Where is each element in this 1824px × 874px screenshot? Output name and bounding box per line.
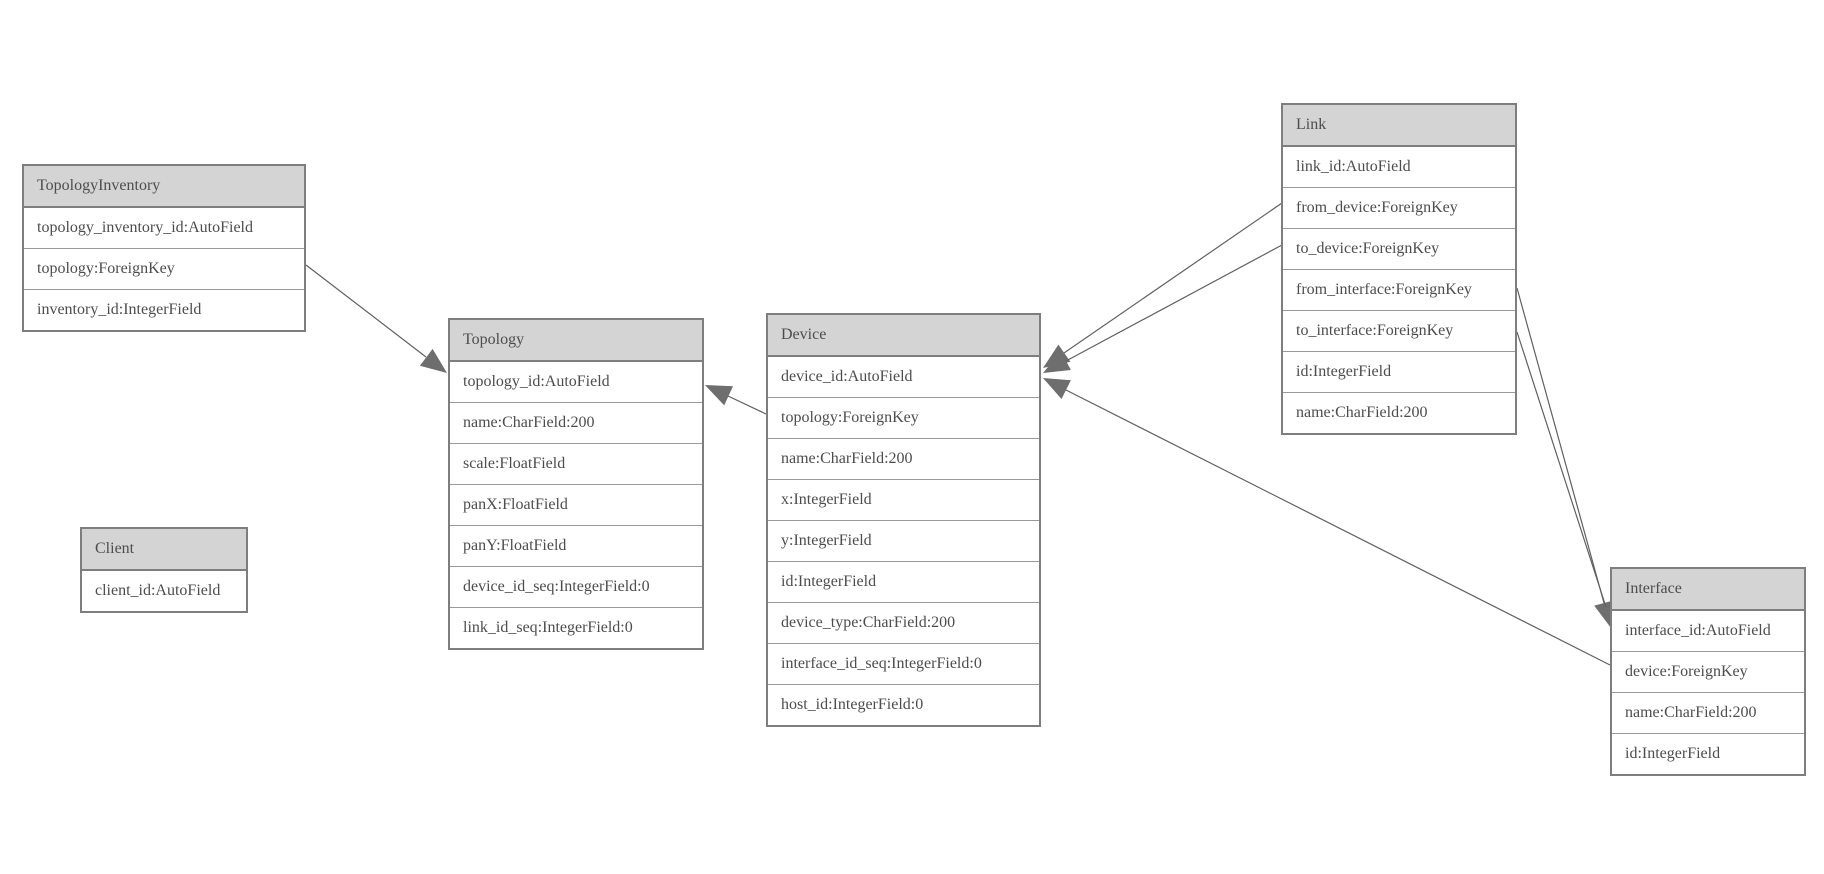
field-row: client_id:AutoField — [95, 582, 221, 599]
edge-link-from_device-to-device — [1043, 202, 1283, 368]
field-row: y:IntegerField — [768, 520, 1039, 561]
field-row: topology:ForeignKey — [24, 248, 304, 289]
field-row: from_interface:ForeignKey — [1283, 269, 1515, 310]
arrowhead — [1594, 600, 1615, 628]
entity-interface: Interface interface_id:AutoField device:F… — [1610, 567, 1806, 776]
field-row: device_id_seq:IntegerField:0 — [450, 566, 702, 607]
entity-topologyinventory: TopologyInventory topology_inventory_id:… — [22, 164, 306, 332]
field-row: name:CharField:200 — [1283, 392, 1515, 433]
entity-client: Client client_id:AutoField — [80, 527, 248, 613]
field-row: scale:FloatField — [450, 443, 702, 484]
field-row: interface_id_seq:IntegerField:0 — [768, 643, 1039, 684]
entity-title: Interface — [1612, 569, 1804, 611]
edge-interface-device-to-device — [1043, 378, 1611, 666]
field-row: device_id:AutoField — [781, 368, 913, 385]
field-row: panX:FloatField — [450, 484, 702, 525]
field-row: topology_id:AutoField — [463, 373, 610, 390]
field-row: id:IntegerField — [768, 561, 1039, 602]
field-row: inventory_id:IntegerField — [24, 289, 304, 330]
field-row: to_device:ForeignKey — [1283, 228, 1515, 269]
entity-title: Topology — [450, 320, 702, 362]
entity-title: Link — [1283, 105, 1515, 147]
field-row: name:CharField:200 — [768, 438, 1039, 479]
arrowhead — [1043, 351, 1071, 373]
field-row: name:CharField:200 — [450, 402, 702, 443]
entity-title: Device — [768, 315, 1039, 357]
field-row: device:ForeignKey — [1612, 651, 1804, 692]
field-row: panY:FloatField — [450, 525, 702, 566]
edge-link-to_device-to-device — [1043, 244, 1283, 373]
field-row: interface_id:AutoField — [1625, 622, 1771, 639]
field-row: from_device:ForeignKey — [1283, 187, 1515, 228]
edge-topologyinventory-topology-to-topology — [305, 264, 447, 373]
entity-title: Client — [82, 529, 246, 571]
field-row: to_interface:ForeignKey — [1283, 310, 1515, 351]
edge-link-from_interface-to-interface — [1516, 287, 1615, 628]
arrowhead — [419, 348, 447, 373]
entity-device: Device device_id:AutoField topology:Forei… — [766, 313, 1041, 727]
field-row: host_id:IntegerField:0 — [768, 684, 1039, 725]
field-row: x:IntegerField — [768, 479, 1039, 520]
field-row: link_id_seq:IntegerField:0 — [450, 607, 702, 648]
field-row: topology:ForeignKey — [768, 397, 1039, 438]
entity-link: Link link_id:AutoField from_device:Foreig… — [1281, 103, 1517, 435]
field-row: name:CharField:200 — [1612, 692, 1804, 733]
entity-title: TopologyInventory — [24, 166, 304, 208]
field-row: id:IntegerField — [1612, 733, 1804, 774]
field-row: device_type:CharField:200 — [768, 602, 1039, 643]
field-row: id:IntegerField — [1283, 351, 1515, 392]
arrowhead — [705, 385, 733, 406]
edge-device-topology-to-topology — [705, 385, 767, 415]
field-row: link_id:AutoField — [1296, 158, 1411, 175]
arrowhead — [1043, 378, 1071, 399]
entity-topology: Topology topology_id:AutoField name:CharF… — [448, 318, 704, 650]
entity-fields: client_id:AutoField — [82, 571, 246, 611]
field-row: topology_inventory_id:AutoField — [37, 219, 253, 236]
entity-fields: topology_inventory_id:AutoField topology:… — [24, 208, 304, 330]
edge-link-to_interface-to-interface — [1516, 331, 1607, 608]
